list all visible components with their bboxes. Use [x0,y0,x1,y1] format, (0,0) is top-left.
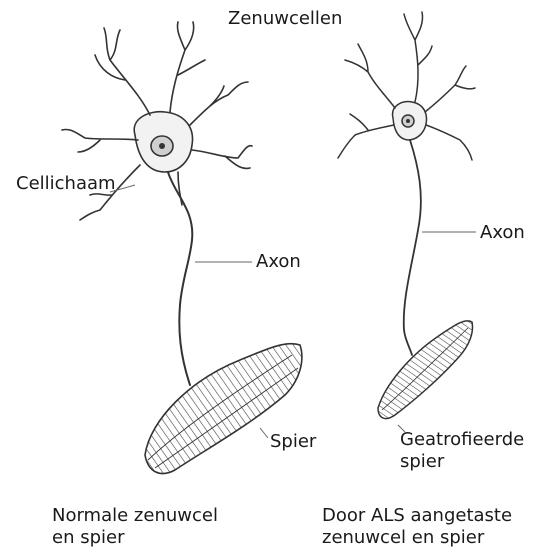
caption-als-line2: zenuwcel en spier [322,527,484,549]
als-axon [404,140,421,355]
normal-axon [168,172,192,385]
atrophied-muscle-label-line2: spier [400,453,444,471]
caption-als-line1: Door ALS aangetaste [322,505,512,527]
muscle-label-normal: Spier [270,433,316,451]
axon-label-normal: Axon [256,253,301,271]
caption-normal-line1: Normale zenuwcel [52,505,218,527]
normal-muscle [145,344,302,474]
axon-label-als: Axon [480,224,525,242]
atrophied-muscle-label-line1: Geatrofieerde [400,431,524,449]
als-neuron [338,12,475,355]
cell-body-label: Cellichaam [16,175,116,193]
diagram-title: Zenuwcellen [228,10,342,28]
normal-neuron [62,22,252,385]
caption-normal-line2: en spier [52,527,124,549]
